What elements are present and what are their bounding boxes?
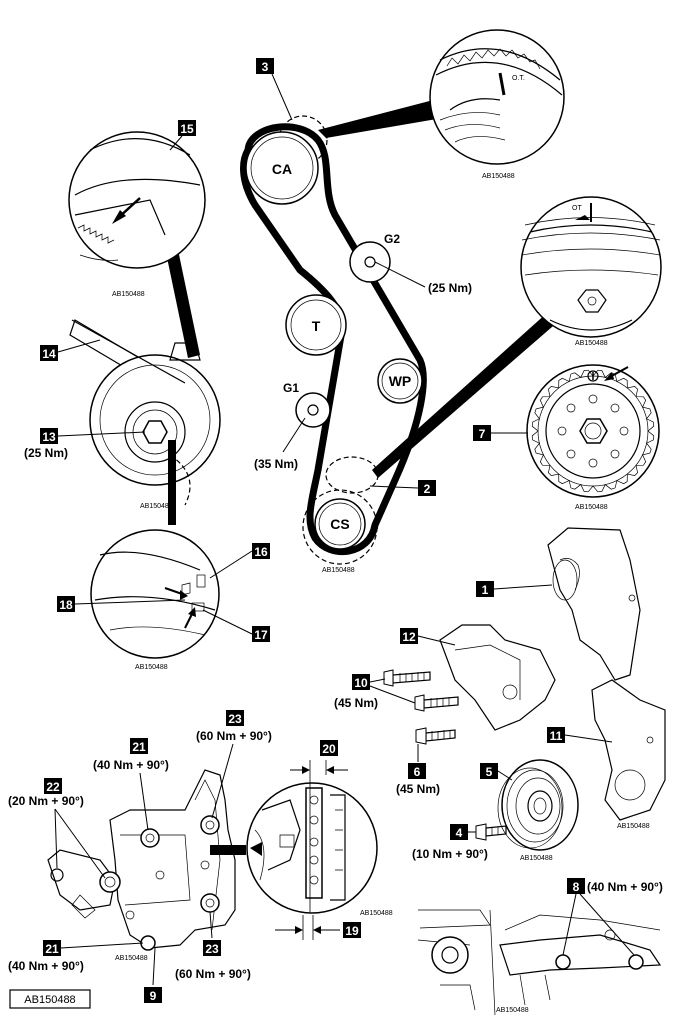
water-pump-pulley: WP — [377, 358, 423, 404]
tensioner-pulley: T — [285, 294, 347, 356]
belt-layout: CA T WP CS G2 (25 Nm) G1 (35 N — [240, 58, 472, 574]
callout-17: 17 — [254, 628, 268, 642]
item4-torque: (10 Nm + 90°) — [412, 847, 488, 861]
ref-16: AB150488 — [135, 664, 168, 671]
item21-bottom-torque: (40 Nm + 90°) — [8, 959, 84, 973]
ref-13: AB150488 — [140, 503, 173, 510]
callout-21-top: 21 — [132, 740, 146, 754]
ref-8: AB150488 — [496, 1007, 529, 1014]
timing-belt — [240, 123, 427, 556]
sprocket-teeth — [531, 369, 655, 493]
item21-top-torque: (40 Nm + 90°) — [93, 758, 169, 772]
callout-23-top: 23 — [228, 712, 242, 726]
callout-12: 12 — [402, 630, 416, 644]
callout-18: 18 — [59, 598, 73, 612]
bolt-4: 4 (10 Nm + 90°) — [412, 823, 507, 861]
callout-22: 22 — [46, 780, 60, 794]
guide2-torque: (25 Nm) — [428, 281, 472, 295]
item6-torque: (45 Nm) — [396, 782, 440, 796]
callout-9: 9 — [150, 989, 157, 1003]
engine-support-detail-8: AB150488 8 (40 Nm + 90°) — [417, 878, 663, 1016]
alignment-detail: 20 19 AB150488 — [246, 740, 393, 940]
guide2-label: G2 — [384, 232, 400, 246]
ref-mount: AB150488 — [115, 955, 148, 962]
upper-cover-1: 1 — [476, 527, 641, 681]
crank-dashed-outline — [302, 489, 378, 565]
callout-8: 8 — [573, 880, 580, 894]
guide-pulley-2 — [349, 241, 391, 283]
crankshaft-pulley: CS — [314, 498, 366, 550]
ref-19: AB150488 — [360, 910, 393, 917]
item13-torque: (25 Nm) — [24, 446, 68, 460]
item22-torque: (20 Nm + 90°) — [8, 794, 84, 808]
bracket-12: 12 — [400, 624, 556, 731]
crank-sprocket-7: AB150488 7 — [473, 364, 660, 511]
callout-2: 2 — [424, 482, 431, 496]
ref-crank-detail: AB150488 — [575, 340, 608, 347]
bolt-6: 6 (45 Nm) — [396, 727, 456, 796]
item10-torque: (45 Nm) — [334, 696, 378, 710]
callout-11: 11 — [550, 729, 563, 743]
sprocket-bolt-holes — [557, 394, 629, 468]
cam-detail: O.T. AB150488 — [318, 29, 565, 180]
water-pump-label: WP — [389, 373, 412, 389]
ref-5: AB150488 — [520, 855, 553, 862]
crankshaft-label: CS — [330, 516, 349, 532]
crank-mark-circle — [325, 456, 379, 494]
tensioner-detail-15: AB150488 15 — [68, 120, 206, 358]
damper-pulley-5: AB150488 5 — [480, 759, 579, 862]
ot-cam-mark: O.T. — [512, 75, 525, 82]
item8-torque: (40 Nm + 90°) — [587, 880, 663, 894]
callout-7: 7 — [479, 427, 486, 441]
bolts-10: 10 (45 Nm) — [334, 669, 459, 712]
callout-5: 5 — [486, 765, 493, 779]
ot-crank-mark: OT — [572, 205, 582, 212]
ref-cam: AB150488 — [482, 173, 515, 180]
figure-id: AB150488 — [24, 994, 75, 1006]
callout-23-bottom: 23 — [205, 942, 219, 956]
guide-pulley-1 — [295, 392, 331, 428]
ref-11: AB150488 — [617, 823, 650, 830]
callout-13: 13 — [42, 430, 56, 444]
callout-1: 1 — [482, 583, 489, 597]
callout-15: 15 — [180, 122, 194, 136]
camshaft-label: CA — [272, 161, 292, 177]
item23-top-torque: (60 Nm + 90°) — [196, 729, 272, 743]
callout-16: 16 — [254, 545, 268, 559]
ref-15: AB150488 — [112, 291, 145, 298]
item23-bottom-torque: (60 Nm + 90°) — [175, 967, 251, 981]
crank-detail: OT AB150488 — [372, 196, 662, 478]
camshaft-pulley: CA — [245, 131, 319, 205]
lower-cover-11: AB150488 11 — [547, 679, 666, 830]
callout-14: 14 — [42, 347, 56, 361]
callout-20: 20 — [322, 742, 336, 756]
tensioner-assembly-13: AB150488 14 13 (25 Nm) — [24, 319, 221, 525]
tensioner-label: T — [312, 318, 321, 334]
tensioner-pointer-detail: AB150488 16 18 17 — [57, 529, 270, 671]
ref-7: AB150488 — [575, 504, 608, 511]
guide1-label: G1 — [283, 381, 299, 395]
callout-21-bottom: 21 — [45, 942, 59, 956]
guide1-torque: (35 Nm) — [254, 457, 298, 471]
ref-cs: AB150488 — [322, 567, 355, 574]
callout-10: 10 — [354, 676, 368, 690]
callout-4: 4 — [456, 826, 463, 840]
figure-id-box: AB150488 — [9, 989, 91, 1009]
callout-3: 3 — [262, 60, 269, 74]
engine-mount-9: AB150488 21 (40 Nm + 90°) 22 (20 Nm + 90… — [8, 710, 272, 1003]
callout-19: 19 — [345, 924, 359, 938]
callout-6: 6 — [414, 765, 421, 779]
